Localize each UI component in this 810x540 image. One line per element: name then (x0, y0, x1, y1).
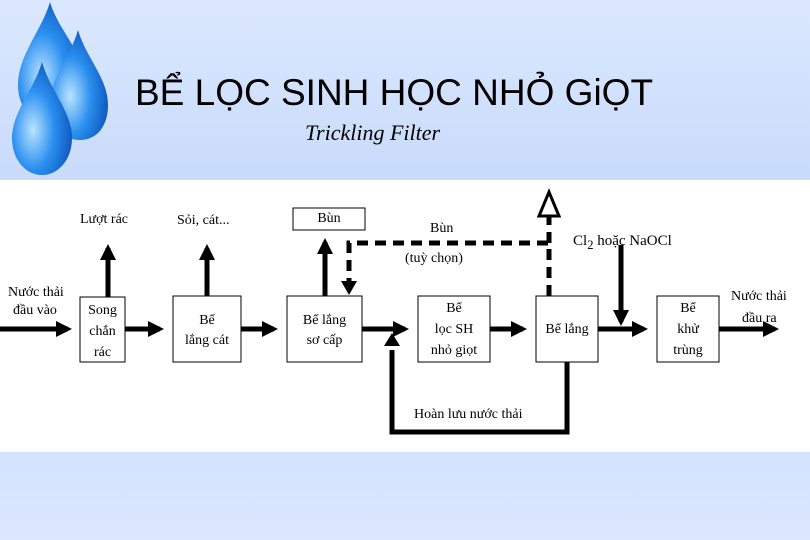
grit-label: Sỏi, cát... (177, 213, 230, 228)
sludge-down-arrowhead (341, 281, 357, 295)
sludge-up-arrowhead (536, 188, 562, 218)
node-disinfect (656, 295, 720, 363)
node-primary-line: Bể lắng (302, 313, 347, 328)
chlorine-label: Cl2 hoặc NaOCl (573, 232, 672, 254)
chlorine-subscript: 2 (587, 238, 594, 252)
recycle-arrowhead (384, 333, 400, 346)
node-disinfect-line: Bể (680, 301, 696, 316)
recycle-line (389, 350, 570, 435)
node-filter-line: nhỏ giọt (430, 343, 478, 358)
node-primary-text: Bể lắng sơ cấp (287, 312, 362, 350)
output-label-1: Nước thải (731, 289, 787, 304)
node-disinfect-line: khử (677, 322, 699, 337)
sludge-return-dashed (346, 240, 552, 296)
node-secondary-text: Bể lắng (536, 321, 598, 339)
node-filter-line: Bể (446, 301, 462, 316)
node-filter (417, 295, 491, 363)
page-title: BỂ LỌC SINH HỌC NHỎ GiỌT (135, 72, 654, 113)
chlorine-prefix: Cl (573, 233, 588, 249)
node-grit-line: Bể (199, 313, 215, 328)
sludge-optional-label-1: Bùn (430, 221, 454, 236)
node-secondary-line: Bể lắng (545, 322, 589, 337)
water-drop-icon (12, 62, 72, 175)
node-filter-line: lọc SH (434, 322, 474, 337)
page-subtitle: Trickling Filter (305, 120, 441, 145)
node-disinfect-line: trùng (673, 343, 703, 358)
node-screen-text: Song chắn rác (80, 302, 125, 362)
footer-background (0, 452, 810, 540)
header-background (0, 0, 810, 180)
node-grit-line: lắng cát (185, 333, 229, 348)
sludge-box-label: Bùn (317, 211, 341, 226)
input-label-2: đầu vào (13, 303, 57, 318)
node-screen-line: chắn (89, 324, 116, 339)
output-label-2: đầu ra (742, 311, 777, 326)
water-drops (12, 2, 108, 175)
node-grit-text: Bể lắng cát (173, 312, 241, 350)
node-screen-line: Song (88, 303, 117, 318)
input-label-1: Nước thải (8, 285, 64, 300)
node-disinfect-text: Bể khử trùng (657, 300, 719, 360)
screenings-label: Lượt rác (80, 212, 129, 227)
sludge-optional-label-2: (tuỳ chọn) (405, 251, 463, 266)
sludge-box (292, 207, 366, 231)
node-filter-text: Bể lọc SH nhỏ giọt (418, 300, 490, 360)
recycle-label: Hoàn lưu nước thải (414, 407, 523, 422)
chlorine-suffix: hoặc NaOCl (597, 233, 672, 249)
node-screen-line: rác (93, 345, 112, 360)
node-primary-line: sơ cấp (306, 333, 343, 348)
